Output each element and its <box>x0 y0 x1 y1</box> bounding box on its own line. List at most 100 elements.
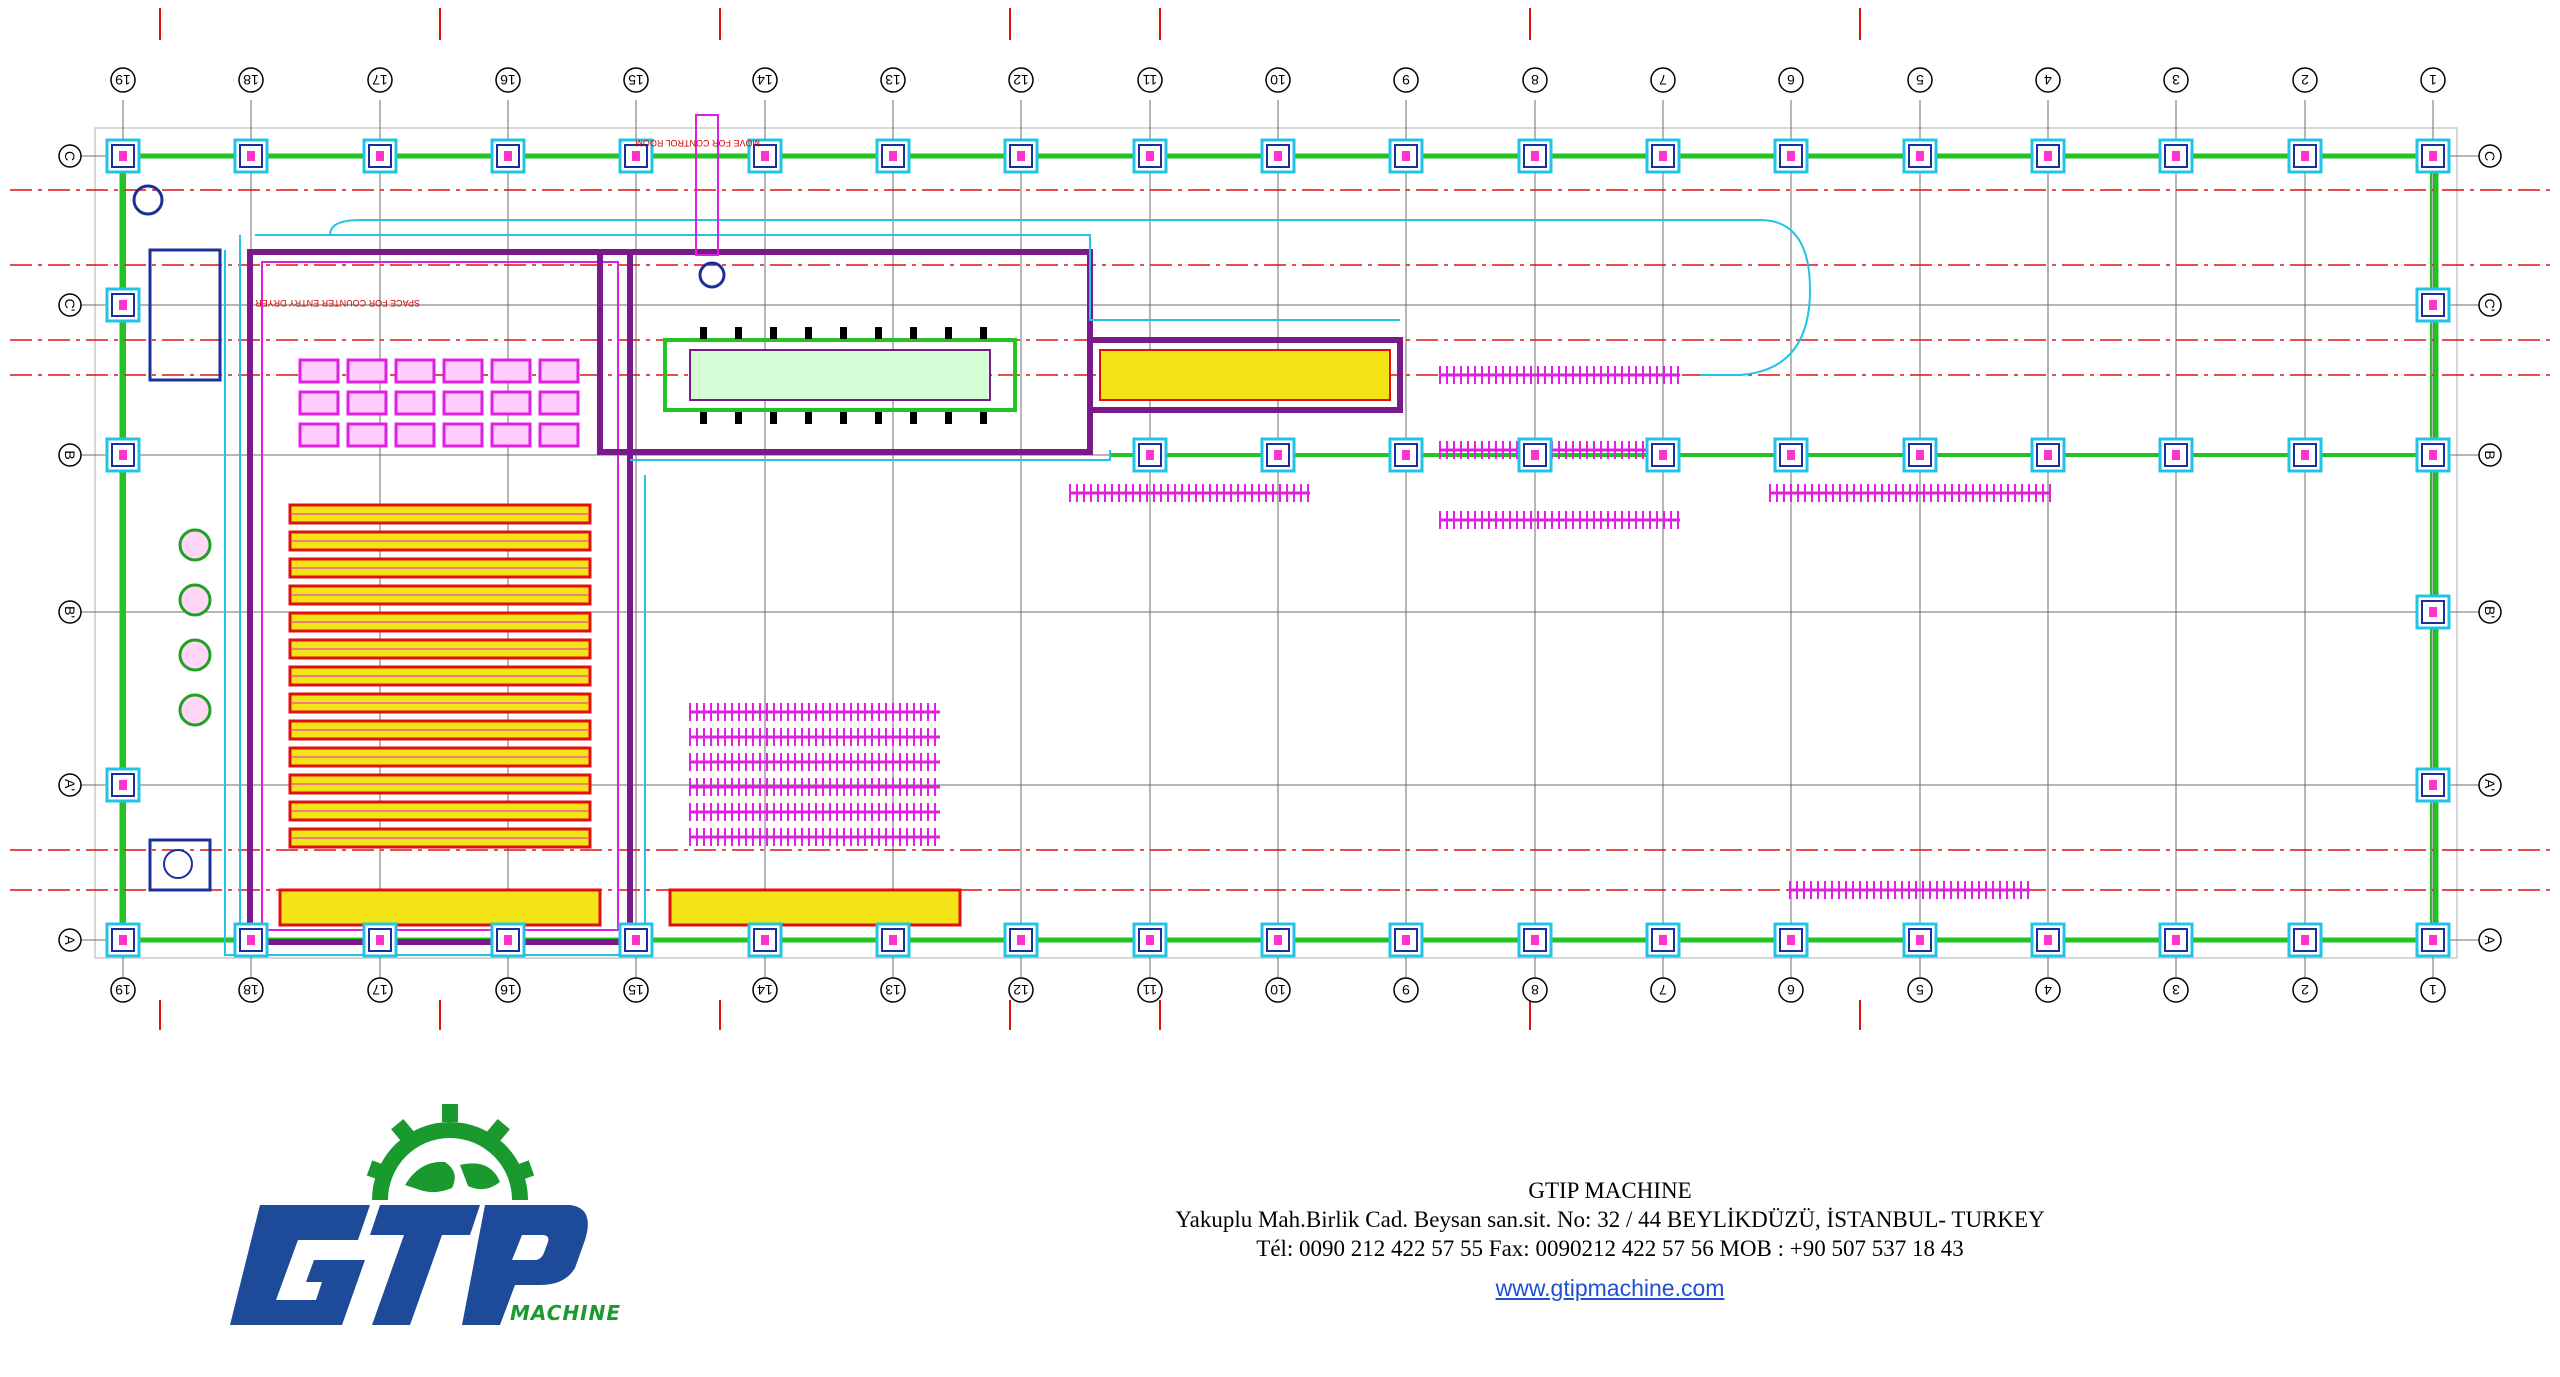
column-left-4-inner <box>111 773 135 797</box>
exhaust-stack <box>695 114 719 256</box>
axis-letter-left-4: A' <box>62 779 78 791</box>
column-top-0-core <box>119 151 127 161</box>
kiln-post-top-8 <box>980 327 987 339</box>
axis-letter-right-3: B' <box>2482 606 2498 618</box>
column-top-17-core <box>2301 151 2309 161</box>
column-top-5-core <box>761 151 769 161</box>
axis-number-top-9: 10 <box>1270 72 1286 88</box>
column-bottom-5-inner <box>753 928 777 952</box>
axis-bubble-right-2 <box>2478 443 2502 467</box>
axis-number-top-7: 12 <box>1013 72 1029 88</box>
column-mid-12-inner <box>1651 443 1675 467</box>
column-bottom-9-core <box>1274 935 1282 945</box>
column-left-mid-inner <box>111 443 135 467</box>
gear-icon <box>366 1104 535 1201</box>
setting-cell-0-4 <box>490 358 532 384</box>
column-bottom-4-core <box>632 935 640 945</box>
axis-bubble-bottom-10 <box>1393 977 1419 1003</box>
axis-bubble-bottom-16 <box>2163 977 2189 1003</box>
company-website-link[interactable]: www.gtipmachine.com <box>1495 1275 1725 1301</box>
kiln-post-top-3 <box>805 327 812 339</box>
axis-bubble-bottom-18 <box>2420 977 2446 1003</box>
axis-number-top-0: 19 <box>115 72 131 88</box>
crusher-icon <box>132 184 164 216</box>
column-right-1-inner <box>2421 293 2445 317</box>
column-mid-9-core <box>1274 450 1282 460</box>
axis-number-top-12: 7 <box>1659 72 1667 88</box>
kiln-post-top-1 <box>735 327 742 339</box>
column-top-15-core <box>2044 151 2052 161</box>
axis-number-bottom-12: 7 <box>1659 982 1667 998</box>
column-bottom-8-core <box>1146 935 1154 945</box>
column-top-12-inner <box>1651 144 1675 168</box>
column-mid-14-inner <box>1908 443 1932 467</box>
setting-cell-0-0 <box>298 358 340 384</box>
column-bottom-6-inner <box>881 928 905 952</box>
column-top-13-inner <box>1779 144 1803 168</box>
column-right-1-core <box>2429 300 2437 310</box>
axis-bubble-bottom-7 <box>1008 977 1034 1003</box>
setting-cell-0-1 <box>346 358 388 384</box>
axis-number-bottom-16: 3 <box>2172 982 2180 998</box>
axis-number-bottom-9: 10 <box>1270 982 1286 998</box>
axis-bubble-left-1 <box>58 293 82 317</box>
column-top-10-inner <box>1394 144 1418 168</box>
column-bottom-0-inner <box>111 928 135 952</box>
axis-bubble-bottom-4 <box>623 977 649 1003</box>
axis-bubble-bottom-1 <box>238 977 264 1003</box>
axis-letter-left-5: A <box>62 935 78 945</box>
column-bottom-17-core <box>2301 935 2309 945</box>
setting-cell-1-3 <box>442 390 484 416</box>
column-top-17-inner <box>2293 144 2317 168</box>
axis-number-bottom-5: 14 <box>757 982 773 998</box>
kiln-post-bottom-2 <box>770 412 777 424</box>
column-mid-10-core <box>1402 450 1410 460</box>
axis-bubble-left-0 <box>58 144 82 168</box>
axis-letter-left-1: C' <box>62 299 78 312</box>
axis-number-top-14: 5 <box>1916 72 1924 88</box>
column-mid-8-core <box>1146 450 1154 460</box>
axis-bubble-right-4 <box>2478 773 2502 797</box>
column-bottom-1-core <box>247 935 255 945</box>
column-top-6-core <box>889 151 897 161</box>
axis-bubble-top-3 <box>495 67 521 93</box>
axis-bubble-bottom-5 <box>752 977 778 1003</box>
silo-4-icon <box>178 693 212 727</box>
axis-bubble-left-4 <box>58 773 82 797</box>
kiln-posts <box>700 327 987 424</box>
column-mid-12-core <box>1659 450 1667 460</box>
axis-number-top-4: 15 <box>628 72 644 88</box>
plan-note-dryer: SPACE FOR COUNTER ENTRY DRYER <box>255 298 420 308</box>
axis-number-top-10: 9 <box>1402 72 1410 88</box>
column-top-11-core <box>1531 151 1539 161</box>
axis-bubble-top-14 <box>1907 67 1933 93</box>
axis-letter-right-2: B <box>2482 450 2498 459</box>
axis-bubble-bottom-3 <box>495 977 521 1003</box>
column-left-mid-core <box>119 450 127 460</box>
axis-bubble-top-12 <box>1650 67 1676 93</box>
column-bottom-16-inner <box>2164 928 2188 952</box>
column-bottom-5-core <box>761 935 769 945</box>
axis-bubble-top-11 <box>1522 67 1548 93</box>
axis-bubble-top-18 <box>2420 67 2446 93</box>
axis-bubble-top-2 <box>367 67 393 93</box>
axis-letter-right-4: A' <box>2482 779 2498 791</box>
column-top-0-inner <box>111 144 135 168</box>
axis-bubble-bottom-0 <box>110 977 136 1003</box>
axis-number-bottom-18: 1 <box>2429 982 2437 998</box>
kiln-post-bottom-5 <box>875 412 882 424</box>
axis-bubble-bottom-13 <box>1778 977 1804 1003</box>
factory-layout-plan: 1919181817171616151514141313121211111010… <box>10 8 2550 1030</box>
axis-bubble-top-5 <box>752 67 778 93</box>
burner-unit <box>148 838 212 892</box>
axis-bubble-bottom-8 <box>1137 977 1163 1003</box>
column-top-8-core <box>1146 151 1154 161</box>
axis-number-bottom-8: 11 <box>1143 982 1158 998</box>
column-top-1-core <box>247 151 255 161</box>
column-left-1-inner <box>111 293 135 317</box>
column-bottom-13-inner <box>1779 928 1803 952</box>
axis-bubble-top-0 <box>110 67 136 93</box>
axis-number-bottom-4: 15 <box>628 982 644 998</box>
column-bottom-8-inner <box>1138 928 1162 952</box>
column-bottom-10-inner <box>1394 928 1418 952</box>
